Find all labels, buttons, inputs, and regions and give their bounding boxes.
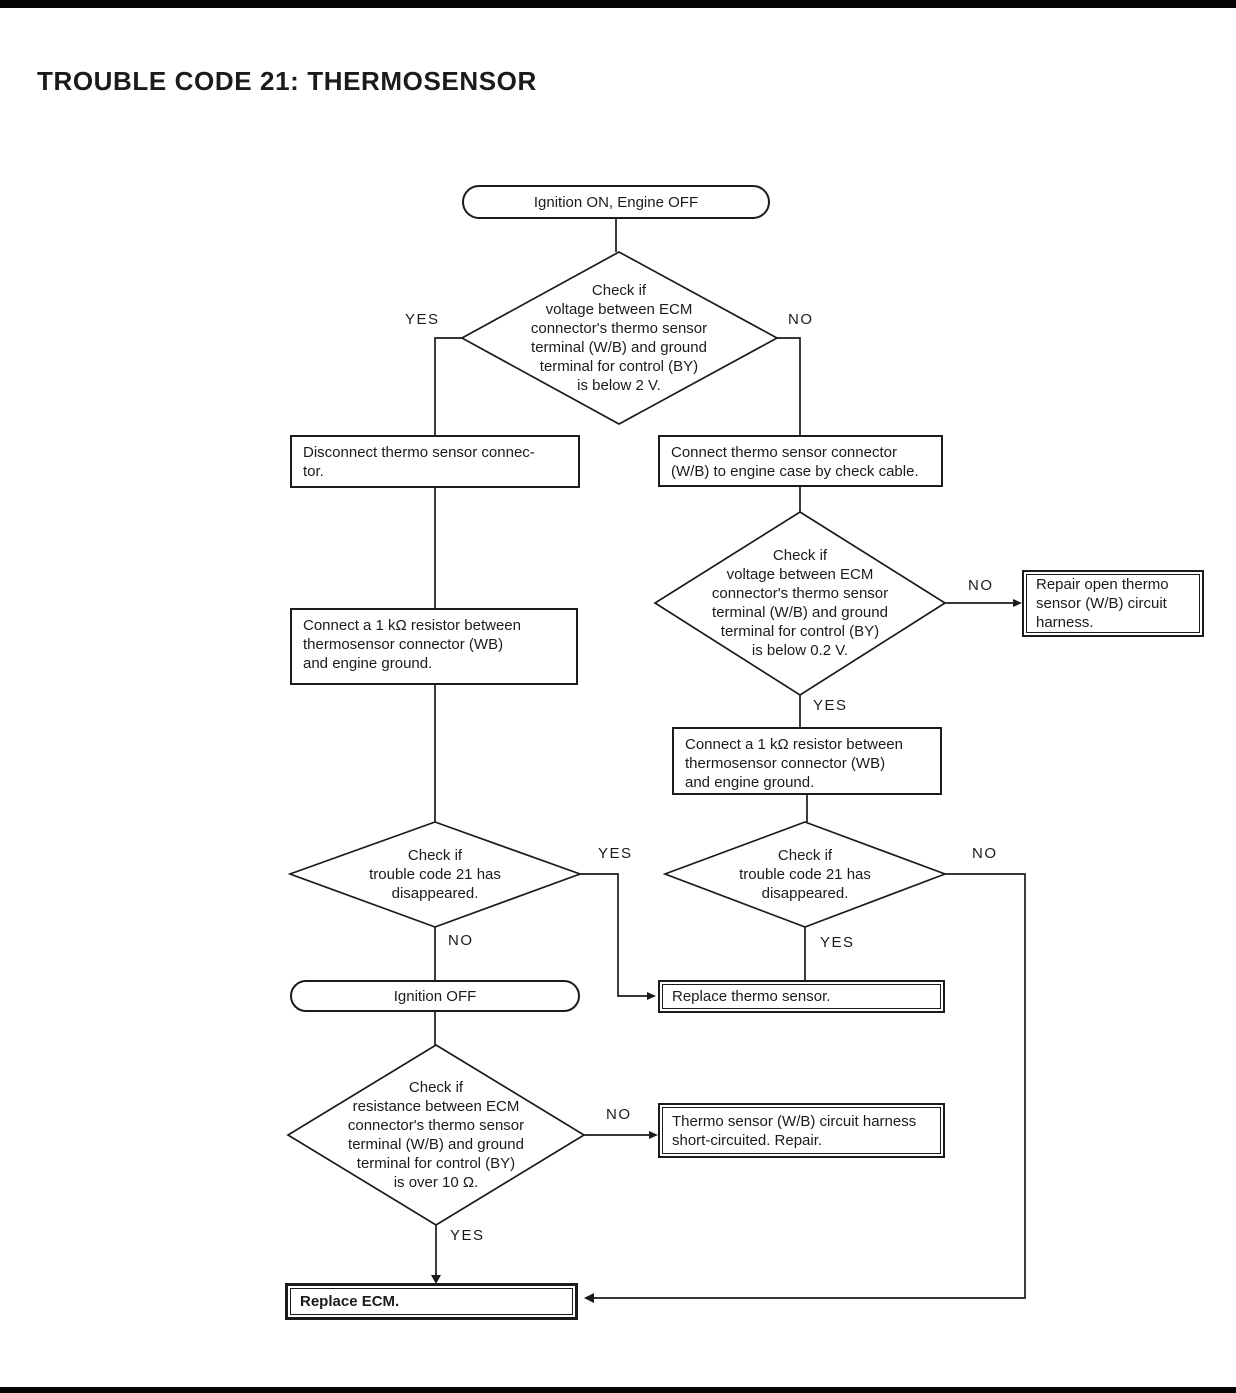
repair-open-harness-label: Repair open thermo sensor (W/B) circuit … [1036,576,1169,631]
terminal-replace-ecm: Replace ECM. [285,1283,578,1320]
decision-voltage-02v-shape [653,510,947,697]
decision-code21-left-shape [287,821,583,928]
decision-code21-right-shape [662,821,948,928]
arrowhead-into-replace-thermo [647,992,656,1000]
short-circuit-repair-label: Thermo sensor (W/B) circuit harness shor… [672,1112,917,1149]
terminal-short-circuit-repair: Thermo sensor (W/B) circuit harness shor… [658,1103,945,1158]
branch-label-no: NO [448,932,474,949]
start-terminator: Ignition ON, Engine OFF [462,185,770,219]
arrowhead-into-replace-ecm-right [584,1293,594,1303]
scan-artifact-top [0,0,1236,8]
ignition-off-terminator: Ignition OFF [290,980,580,1012]
branch-label-yes: YES [813,697,848,714]
decision-code21-left: Check if trouble code 21 has disappeared… [369,847,501,902]
terminal-repair-open-harness: Repair open thermo sensor (W/B) circuit … [1022,570,1204,637]
branch-label-no: NO [972,845,998,862]
process-connect-check-cable: Connect thermo sensor connector (W/B) to… [658,435,943,487]
branch-label-yes: YES [450,1227,485,1244]
branch-label-yes: YES [820,934,855,951]
page-title: TROUBLE CODE 21: THERMOSENSOR [37,66,537,96]
replace-thermo-sensor-label: Replace thermo sensor. [672,988,831,1005]
replace-ecm-label: Replace ECM. [300,1293,400,1310]
edge-d4-no-return [593,873,1026,1299]
decision-resistance: Check if resistance between ECM connecto… [347,1079,525,1191]
decision-code21-right: Check if trouble code 21 has disappeared… [739,847,871,902]
ignition-off-label: Ignition OFF [393,987,477,1005]
decision-resistance-shape [286,1044,586,1226]
decision-voltage-02v: Check if voltage between ECM connector's… [711,547,889,659]
branch-label-no: NO [606,1106,632,1123]
arrowhead-into-replace-ecm-top [431,1275,441,1284]
process-resistor-left: Connect a 1 kΩ resistor between thermose… [290,608,578,685]
process-disconnect-connector: Disconnect thermo sensor connec- tor. [290,435,580,488]
start-terminator-label: Ignition ON, Engine OFF [533,193,699,211]
terminal-replace-thermo-sensor: Replace thermo sensor. [658,980,945,1013]
branch-label-no: NO [788,311,814,328]
edge-d1-no [777,337,801,435]
branch-label-yes: YES [405,311,440,328]
arrowhead-into-repair-open [1013,599,1022,607]
branch-label-yes: YES [598,845,633,862]
process-resistor-right: Connect a 1 kΩ resistor between thermose… [672,727,942,795]
scan-artifact-bottom [0,1387,1236,1393]
decision-voltage-2v: Check if voltage between ECM connector's… [530,282,708,394]
decision-voltage-2v-shape [460,251,779,425]
branch-label-no: NO [968,577,994,594]
edge-d3-yes [580,873,648,997]
arrowhead-into-short-circuit [649,1131,658,1139]
edge-d1-yes [434,337,462,435]
